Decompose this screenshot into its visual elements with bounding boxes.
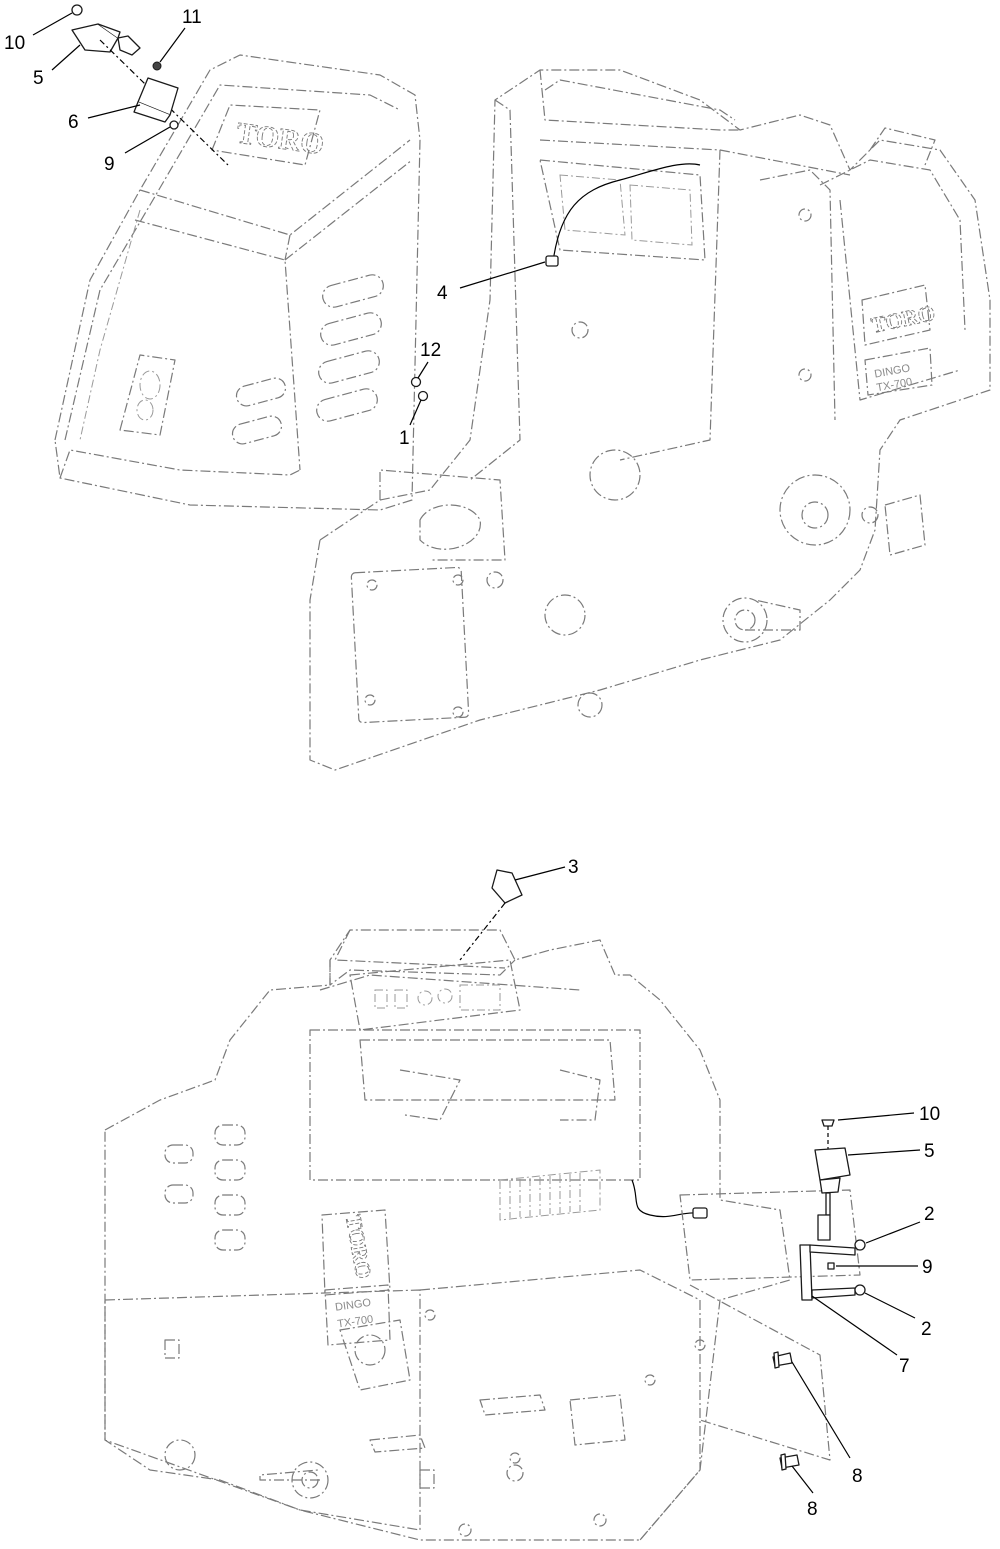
top-module-assembly — [71, 4, 229, 166]
svg-text:1: 1 — [399, 428, 410, 449]
callout-top-11: 11 — [159, 7, 202, 63]
svg-text:7: 7 — [899, 1356, 910, 1377]
svg-text:12: 12 — [420, 340, 441, 361]
callout-top-1: 1 — [399, 399, 422, 449]
frame-logo: TORO — [869, 300, 937, 338]
bottom-nut-part-a — [854, 1239, 866, 1251]
svg-text:11: 11 — [182, 7, 202, 28]
bottom-control-module-part — [814, 1147, 851, 1181]
bottom-frame: TORO DINGO TX-700 — [104, 929, 861, 1541]
svg-text:9: 9 — [922, 1257, 933, 1278]
callout-bottom-5: 5 — [847, 1141, 935, 1162]
mounting-bracket-part — [137, 77, 179, 116]
svg-text:3: 3 — [568, 857, 579, 878]
bottom-module-assembly — [772, 1119, 866, 1471]
bottom-mounting-bracket-part — [799, 1244, 813, 1301]
svg-text:9: 9 — [104, 154, 115, 175]
callout-bottom-7: 7 — [811, 1295, 910, 1377]
bottom-frame-model-name: DINGO — [334, 1297, 372, 1314]
callout-bottom-2b: 2 — [864, 1292, 932, 1340]
callout-top-4: 4 — [437, 261, 546, 304]
svg-text:10: 10 — [4, 33, 25, 54]
svg-text:2: 2 — [924, 1204, 935, 1225]
bottom-frame-logo: TORO — [341, 1213, 377, 1281]
svg-text:8: 8 — [807, 1499, 818, 1520]
callout-top-10: 10 — [4, 12, 73, 54]
nut-part — [152, 61, 162, 71]
callout-top-12: 12 — [417, 340, 441, 379]
svg-text:2: 2 — [921, 1319, 932, 1340]
svg-text:8: 8 — [852, 1466, 863, 1487]
bottom-washer-part — [827, 1262, 835, 1270]
connector-cap-part — [491, 869, 523, 904]
callout-bottom-3: 3 — [514, 857, 579, 881]
svg-text:4: 4 — [437, 283, 448, 304]
svg-text:6: 6 — [68, 112, 79, 133]
svg-text:5: 5 — [33, 68, 44, 89]
screw-part — [71, 4, 83, 16]
nut-part-1 — [417, 390, 429, 402]
callout-top-9: 9 — [104, 126, 171, 175]
callout-bottom-10: 10 — [837, 1104, 940, 1125]
hood-logo: TORO — [234, 116, 326, 161]
control-module-part — [71, 23, 119, 53]
bottom-frame-model-number: TX-700 — [337, 1314, 374, 1331]
callout-bottom-9: 9 — [836, 1257, 933, 1278]
hood-cover: TORO — [54, 54, 421, 511]
bottom-screw-part — [821, 1119, 835, 1127]
wire-connector-part — [545, 255, 559, 267]
callout-top-6: 6 — [68, 104, 141, 133]
top-view: TORO — [4, 4, 991, 771]
top-frame: TORO DINGO TX-700 — [309, 69, 991, 771]
callout-top-5: 5 — [33, 44, 81, 89]
bottom-wire-connector — [692, 1207, 708, 1219]
bottom-nut-part-b — [854, 1284, 866, 1296]
washer-part-12 — [410, 376, 422, 388]
callout-bottom-8b: 8 — [791, 1465, 818, 1520]
washer-part — [169, 120, 179, 130]
bottom-view: TORO DINGO TX-700 — [104, 857, 940, 1541]
svg-text:10: 10 — [919, 1104, 940, 1125]
callout-bottom-8a: 8 — [791, 1361, 863, 1487]
callout-bottom-2a: 2 — [865, 1204, 935, 1244]
svg-text:5: 5 — [924, 1141, 935, 1162]
